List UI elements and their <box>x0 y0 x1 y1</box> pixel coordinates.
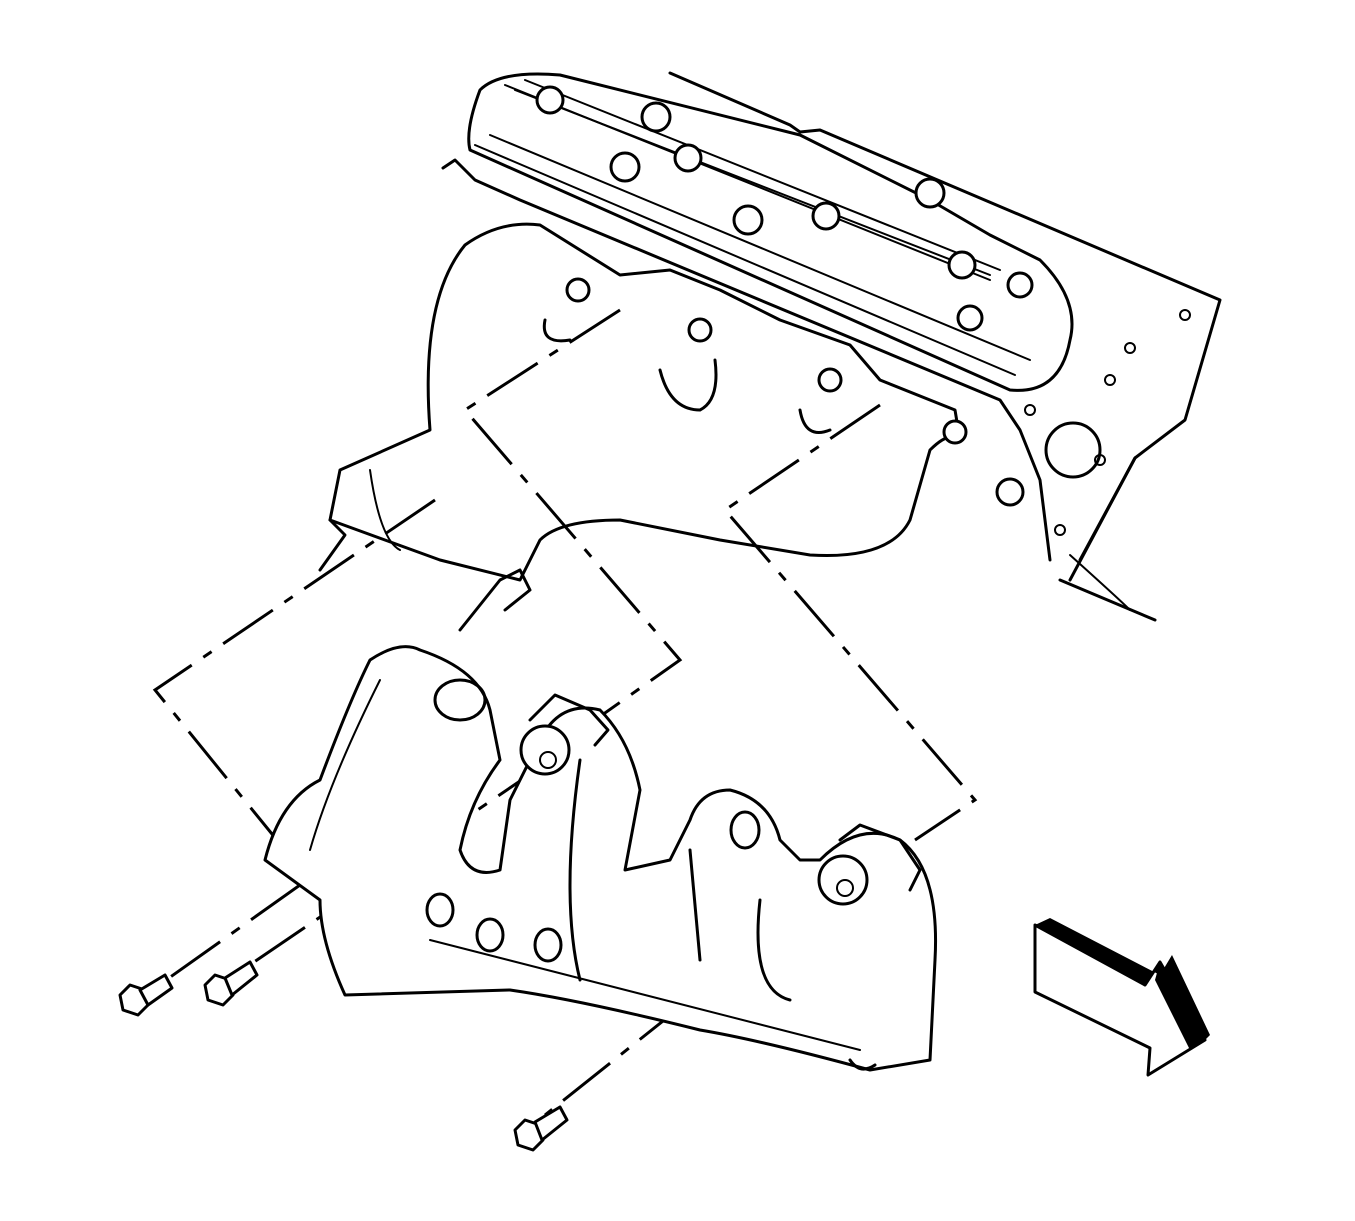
front-direction-arrow-icon <box>1033 918 1210 1077</box>
alignment-lines <box>144 308 978 1117</box>
engine-cylinder-head <box>441 71 1222 622</box>
exhaust-manifold-gasket <box>318 222 1025 632</box>
bolt <box>203 960 259 1007</box>
exhaust-manifold <box>263 645 938 1072</box>
valve-cover-bolts <box>535 85 1034 332</box>
manifold-bolts <box>118 960 569 1152</box>
bolt <box>118 973 174 1017</box>
valve-cover <box>467 72 1074 392</box>
bolt <box>513 1105 569 1152</box>
